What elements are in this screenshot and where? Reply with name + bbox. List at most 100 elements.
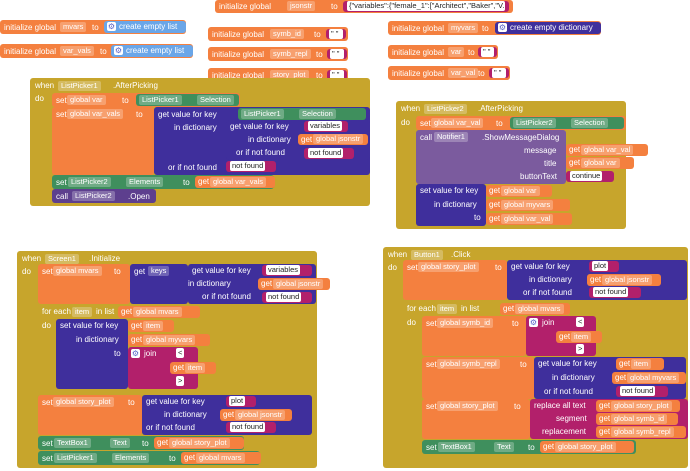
set-global-story-plot[interactable]: set global story_plot to <box>403 260 507 300</box>
var-dropdown[interactable]: global story_plot <box>611 401 672 411</box>
var-dropdown[interactable]: global jsonstr <box>313 134 364 144</box>
join-block[interactable]: ⚙ join < get item > <box>526 316 602 356</box>
create-empty-dictionary-block[interactable]: ⚙ create empty dictionary <box>495 22 601 34</box>
get-variable[interactable]: get global jsonstr <box>298 134 368 145</box>
join-string-c[interactable]: > <box>176 376 185 386</box>
var-dropdown[interactable]: global story_plot <box>437 401 498 411</box>
component-dropdown[interactable]: ListPicker2 <box>68 177 111 187</box>
not-found-value[interactable]: not found <box>266 292 302 302</box>
get-value-for-key-block[interactable]: get value for key plot in dictionary get… <box>507 260 687 300</box>
var-dropdown[interactable]: global mvars <box>53 266 102 276</box>
gear-icon[interactable]: ⚙ <box>498 23 507 32</box>
component-getter[interactable]: ListPicker1 Selection <box>136 94 239 106</box>
set-global-mvars[interactable]: set global mvars to <box>38 264 130 304</box>
var-dropdown[interactable]: global symb_id <box>611 414 668 424</box>
string-block[interactable]: not found <box>262 292 312 303</box>
call-listpicker2-open[interactable]: call ListPicker2 .Open <box>52 189 156 203</box>
var-name[interactable]: myvars <box>448 23 479 33</box>
component-dropdown[interactable]: ListPicker2 <box>513 118 556 128</box>
property-dropdown[interactable]: Selection <box>299 109 336 119</box>
var-name[interactable]: story_plot <box>270 70 309 80</box>
var-dropdown[interactable]: global jsonstr <box>273 279 324 289</box>
component-dropdown[interactable]: ListPicker1 <box>58 81 101 91</box>
var-dropdown[interactable]: global var <box>501 186 540 196</box>
get-global-story-plot[interactable]: get global story_plot <box>596 400 680 412</box>
button-text-string[interactable]: continue <box>566 171 614 182</box>
var-dropdown[interactable]: item <box>143 321 164 331</box>
get-global-var-key[interactable]: get global var <box>486 185 552 197</box>
string-block[interactable]: plot <box>589 261 619 272</box>
property-dropdown[interactable]: Elements <box>126 177 164 187</box>
gear-icon[interactable]: ⚙ <box>107 22 116 31</box>
not-found-value[interactable]: not found <box>620 386 656 396</box>
empty-string[interactable]: " " <box>329 29 343 39</box>
get-global-var-val[interactable]: get global var_val <box>566 144 648 156</box>
keys-dropdown[interactable]: keys <box>148 266 170 276</box>
var-dropdown[interactable]: global story_plot <box>555 442 616 452</box>
gear-icon[interactable]: ⚙ <box>529 318 538 327</box>
empty-string-block[interactable]: " " <box>327 70 347 80</box>
var-dropdown[interactable]: global var_vals <box>210 177 267 187</box>
var-dropdown[interactable]: global symb_id <box>437 318 494 328</box>
set-global-symb-id[interactable]: set global symb_id to <box>422 316 526 356</box>
set-textbox1-text[interactable]: set TextBox1 Text to get global story_pl… <box>422 440 636 454</box>
set-listpicker1-elements[interactable]: set ListPicker1 Elements to get global m… <box>38 451 261 465</box>
get-global-myvars[interactable]: get global myvars <box>612 372 686 384</box>
gear-icon[interactable]: ⚙ <box>131 349 140 358</box>
string-block[interactable]: variables <box>262 265 312 276</box>
string-block[interactable]: {"variables":{"female_1":["Architect","B… <box>343 1 509 12</box>
init-mvars[interactable]: initialize global mvars to ⚙ create empt… <box>0 20 186 34</box>
empty-string-block[interactable]: " " <box>489 68 509 78</box>
set-global-story-plot-2[interactable]: set global story_plot to <box>422 399 530 439</box>
var-dropdown[interactable]: global mvars <box>515 304 564 314</box>
key-value[interactable]: variables <box>308 121 343 131</box>
key-value[interactable]: variables <box>266 265 301 275</box>
create-empty-list-block[interactable]: ⚙ create empty list <box>111 45 193 57</box>
property-dropdown[interactable]: Selection <box>571 118 608 128</box>
component-dropdown[interactable]: TextBox1 <box>54 438 91 448</box>
button-text-value[interactable]: continue <box>570 171 603 181</box>
not-found-value[interactable]: not found <box>593 287 629 297</box>
component-dropdown[interactable]: ListPicker1 <box>139 95 182 105</box>
var-name[interactable]: symb_id <box>270 29 304 39</box>
component-dropdown[interactable]: Notifier1 <box>434 132 468 142</box>
gear-icon[interactable]: ⚙ <box>114 46 123 55</box>
set-global-symb-repl[interactable]: set global symb_repl to <box>422 357 534 399</box>
var-name[interactable]: symb_repl <box>270 49 311 59</box>
set-value-for-key-block[interactable]: set value for key in dictionary to <box>416 184 486 226</box>
init-var-vals[interactable]: initialize global var_vals to ⚙ create e… <box>0 44 193 58</box>
key-value[interactable]: plot <box>229 396 246 406</box>
set-global-story-plot[interactable]: set global story_plot to <box>38 395 142 435</box>
var-dropdown[interactable]: item <box>571 332 592 342</box>
get-global-var-val-2[interactable]: get global var_val <box>486 213 572 225</box>
component-dropdown[interactable]: Screen1 <box>45 254 79 264</box>
component-dropdown[interactable]: ListPicker2 <box>72 191 115 201</box>
init-jsonstr[interactable]: initialize global jsonstr to {"variables… <box>215 0 513 13</box>
get-keys-block[interactable]: get keys <box>130 264 188 304</box>
join-string-a[interactable]: < <box>176 348 185 358</box>
get-item[interactable]: get item <box>556 331 602 343</box>
component-dropdown[interactable]: ListPicker2 <box>424 104 467 114</box>
property-dropdown[interactable]: Text <box>110 438 130 448</box>
var-dropdown[interactable]: global var_vals <box>67 109 124 119</box>
get-global-myvars[interactable]: get global myvars <box>128 334 210 346</box>
set-listpicker2-elements[interactable]: set ListPicker2 Elements to get global v… <box>52 175 275 189</box>
component-dropdown[interactable]: ListPicker1 <box>241 109 284 119</box>
string-block[interactable]: not found <box>304 148 354 159</box>
var-dropdown[interactable]: global var <box>581 158 620 168</box>
init-var-val[interactable]: initialize global var_val to " " <box>388 66 510 80</box>
var-dropdown[interactable]: global mvars <box>196 453 245 463</box>
component-getter[interactable]: ListPicker1 Selection <box>238 108 366 120</box>
get-global-symb-id[interactable]: get global symb_id <box>596 413 678 425</box>
var-dropdown[interactable]: global var <box>67 95 106 105</box>
get-value-for-key-block-2[interactable]: get value for key get item in dictionary… <box>534 357 686 399</box>
not-found-value[interactable]: not found <box>230 422 266 432</box>
var-dropdown[interactable]: global jsonstr <box>602 275 653 285</box>
empty-string[interactable]: " " <box>481 47 494 57</box>
get-global-symb-repl[interactable]: get global symb_repl <box>596 426 686 438</box>
var-dropdown[interactable]: global jsonstr <box>235 410 286 420</box>
set-global-var[interactable]: set global var to ListPicker1 Selection <box>52 93 240 107</box>
get-global-jsonstr[interactable]: get global jsonstr <box>220 409 292 421</box>
set-global-var-vals[interactable]: set global var_vals to <box>52 107 154 175</box>
string-block[interactable]: not found <box>226 422 276 433</box>
